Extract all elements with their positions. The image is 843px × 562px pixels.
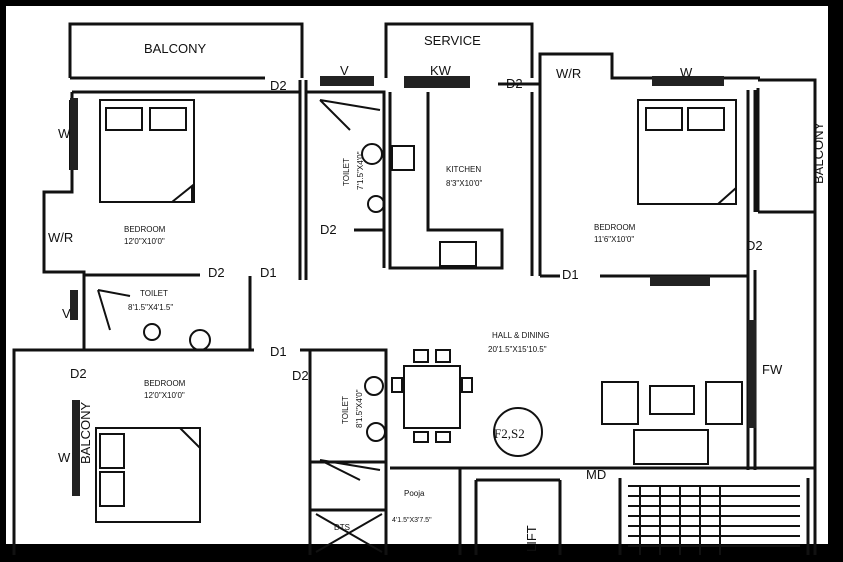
- toilet2-size: 8'1.5"X4'1.5": [128, 303, 173, 312]
- kw-label: KW: [430, 63, 452, 78]
- pooja-name: Pooja: [404, 489, 425, 498]
- d2-top-left-label: D2: [270, 78, 287, 93]
- hall-name: HALL & DINING: [492, 331, 550, 340]
- kitchen-name: KITCHEN: [446, 165, 481, 174]
- bedroom2-name: BEDROOM: [594, 223, 636, 232]
- balcony-left-label: BALCONY: [78, 402, 93, 464]
- d2-lower-mid-label: D2: [292, 368, 309, 383]
- balcony-top-label: BALCONY: [144, 41, 206, 56]
- toilet1-name: TOILET: [342, 158, 351, 186]
- w-top-right-label: W: [680, 65, 693, 80]
- service-label: SERVICE: [424, 33, 481, 48]
- bedroom2-size: 11'6"X10'0": [594, 235, 634, 244]
- hall-size: 20'1.5"X15'10.5": [488, 345, 547, 354]
- labels: BALCONY SERVICE KW V D2 D2 W/R W W W/R B…: [48, 33, 826, 552]
- furniture: [95, 99, 800, 555]
- d2-right-label: D2: [746, 238, 763, 253]
- toilet2-name: TOILET: [140, 289, 168, 298]
- v1-label: V: [340, 63, 349, 78]
- w-lower-left-label: W: [58, 450, 71, 465]
- lift-label: LIFT: [524, 525, 539, 552]
- wr-left-label: W/R: [48, 230, 73, 245]
- toilet3-name: TOILET: [341, 396, 350, 424]
- w-left-label: W: [58, 126, 71, 141]
- toilet1-size: 7'1.5"X4'0": [356, 151, 365, 190]
- d1-mid-left-label: D1: [260, 265, 277, 280]
- bedroom3-name: BEDROOM: [144, 379, 186, 388]
- toilet3-size: 8'1.5"X4'0": [355, 389, 364, 428]
- bedroom3-size: 12'0"X10'0": [144, 391, 185, 400]
- wr-top-label: W/R: [556, 66, 581, 81]
- d2-mid-left-label: D2: [208, 265, 225, 280]
- d1-right-label: D1: [562, 267, 579, 282]
- d2-toilet1-label: D2: [320, 222, 337, 237]
- d2-top-mid-label: D2: [506, 76, 523, 91]
- kitchen-size: 8'3"X10'0": [446, 179, 482, 188]
- dts-label: DTS: [334, 523, 350, 532]
- f2s2-stamp: F2,S2: [494, 426, 525, 441]
- d2-lower-left-label: D2: [70, 366, 87, 381]
- pooja-size: 4'1.5"X3'7.5": [392, 517, 432, 524]
- bedroom1-name: BEDROOM: [124, 225, 166, 234]
- fw-label: FW: [762, 362, 783, 377]
- v2-label: V: [62, 306, 71, 321]
- bedroom1-size: 12'0"X10'0": [124, 237, 165, 246]
- d1-lower-label: D1: [270, 344, 287, 359]
- md-label: MD: [586, 467, 606, 482]
- windows: [70, 76, 756, 496]
- balcony-right-label: BALCONY: [811, 122, 826, 184]
